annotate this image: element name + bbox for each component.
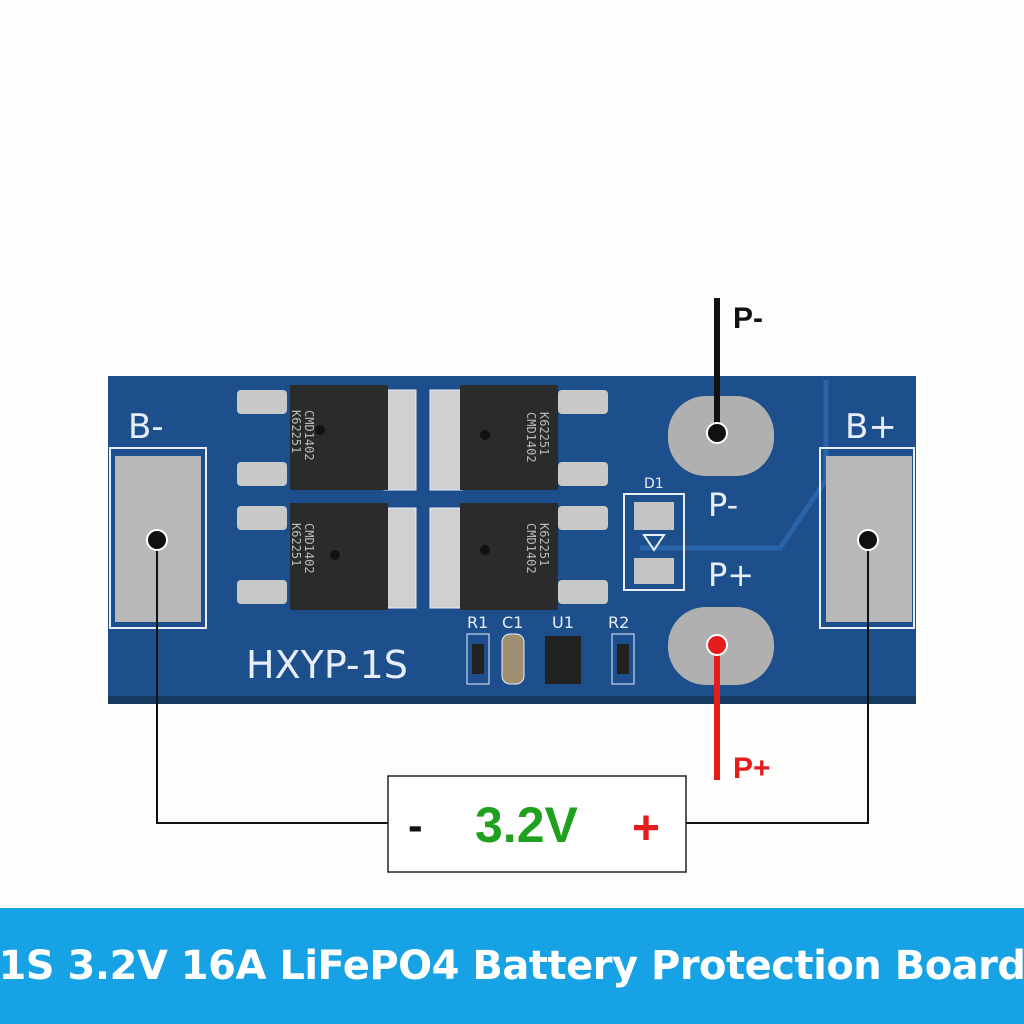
b-plus-dot <box>857 529 879 551</box>
p-plus-dot <box>706 634 728 656</box>
mosfet-bottom-right: CMD1402 K62251 <box>429 503 608 610</box>
mosfet-bottom-left: CMD1402 K62251 <box>237 503 417 610</box>
u1-chip <box>545 636 581 684</box>
svg-text:K62251: K62251 <box>537 523 551 566</box>
d1-pad <box>634 558 674 584</box>
mosfet-top-right: CMD1402 K62251 <box>429 385 608 491</box>
svg-text:K62251: K62251 <box>289 523 303 566</box>
c1-capacitor <box>501 633 525 685</box>
banner-title: 1S 3.2V 16A LiFePO4 Battery Protection B… <box>0 943 1024 989</box>
r2-label: R2 <box>608 613 629 632</box>
svg-text:CMD1402: CMD1402 <box>302 523 316 574</box>
battery-voltage-box <box>387 775 687 873</box>
battery-plus-label: + <box>632 802 660 855</box>
p-minus-silk: P- <box>708 486 738 524</box>
d1-pad <box>634 502 674 530</box>
d1-outline <box>623 493 685 591</box>
p-minus-annotation: P- <box>733 302 763 335</box>
b-plus-wire <box>686 540 869 824</box>
b-plus-label: B+ <box>845 407 897 447</box>
r1-label: R1 <box>467 613 488 632</box>
mosfet-top-left: CMD1402 K62251 <box>237 385 417 491</box>
pcb-trace <box>640 380 829 551</box>
b-minus-dot <box>146 529 168 551</box>
c1-label: C1 <box>502 613 523 632</box>
battery-voltage-label: 3.2V <box>475 797 579 853</box>
svg-text:K62251: K62251 <box>289 410 303 453</box>
diode-icon <box>642 534 666 552</box>
svg-text:CMD1402: CMD1402 <box>302 410 316 461</box>
u1-label: U1 <box>552 613 574 632</box>
title-banner: 1S 3.2V 16A LiFePO4 Battery Protection B… <box>0 908 1024 1024</box>
board-model-label: HXYP-1S <box>246 643 408 687</box>
svg-text:CMD1402: CMD1402 <box>524 523 538 574</box>
d1-label: D1 <box>644 476 664 492</box>
b-minus-wire <box>156 540 388 824</box>
p-minus-dot <box>706 422 728 444</box>
battery-minus-label: - <box>408 801 423 850</box>
svg-text:CMD1402: CMD1402 <box>524 412 538 463</box>
r2-resistor <box>611 633 635 685</box>
p-plus-annotation: P+ <box>733 752 771 785</box>
p-plus-silk: P+ <box>708 556 754 594</box>
r1-resistor <box>466 633 490 685</box>
board-edge <box>108 696 916 704</box>
b-minus-label: B- <box>128 407 164 447</box>
svg-text:K62251: K62251 <box>537 412 551 455</box>
